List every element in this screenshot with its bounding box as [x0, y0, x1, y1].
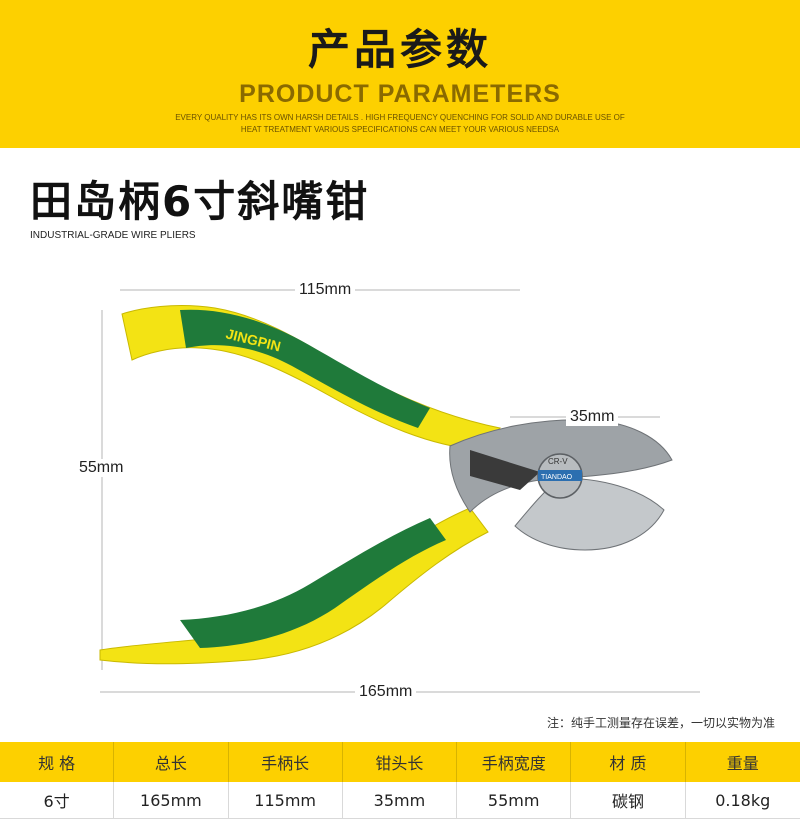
plier-head: CR-V TIANDAO	[449, 419, 673, 551]
head-mark-text: CR-V	[548, 457, 568, 466]
cell-material: 碳钢	[571, 782, 686, 819]
table-row: 6寸 165mm 115mm 35mm 55mm 碳钢 0.18kg	[0, 782, 800, 819]
header-cell-handle-length: 手柄长	[229, 742, 343, 782]
header-cell-head-length: 钳头长	[343, 742, 458, 782]
spec-table-header: 规 格 总长 手柄长 钳头长 手柄宽度 材 质 重量	[0, 742, 800, 782]
cell-weight: 0.18kg	[685, 782, 800, 819]
cell-spec: 6寸	[0, 782, 115, 819]
product-title: 田岛柄6寸斜嘴钳	[30, 177, 370, 226]
head-badge-text: TIANDAO	[541, 474, 573, 481]
header-cell-handle-width: 手柄宽度	[457, 742, 572, 782]
header-title-cn: 产品参数	[307, 25, 492, 74]
header-banner: 产品参数 PRODUCT PARAMETERS EVERY QUALITY HA…	[0, 0, 800, 148]
spec-table: 规 格 总长 手柄长 钳头长 手柄宽度 材 质 重量 6寸 165mm 115m…	[0, 742, 800, 819]
header-cell-weight: 重量	[726, 754, 759, 773]
measurement-note: 注：纯手工测量存在误差，一切以实物为准	[546, 716, 775, 730]
header-cell-spec: 规 格	[0, 742, 115, 782]
header-subtitle-line1: EVERY QUALITY HAS ITS OWN HARSH DETAILS …	[175, 113, 625, 122]
upper-handle: JINGPIN	[121, 305, 501, 451]
product-subtitle: INDUSTRIAL-GRADE WIRE PLIERS	[30, 230, 196, 241]
dim-label-total-length: 165mm	[355, 683, 417, 701]
dim-label-handle-length: 115mm	[295, 281, 356, 299]
lower-handle	[99, 507, 489, 665]
header-title-en: PRODUCT PARAMETERS	[239, 80, 561, 108]
header-cell-material: 材 质	[571, 742, 686, 782]
product-photo: JINGPIN CR-V TIANDAO 115mm 35mm 55mm 165…	[0, 250, 800, 732]
dim-label-handle-width: 55mm	[75, 459, 128, 477]
cell-head-length: 35mm	[342, 782, 458, 819]
cell-total-length: 165mm	[114, 782, 229, 819]
pliers-illustration: JINGPIN CR-V TIANDAO	[99, 289, 700, 693]
head-badge	[538, 470, 582, 481]
cell-handle-length: 115mm	[228, 782, 343, 819]
dim-label-head-length: 35mm	[566, 408, 619, 426]
header-subtitle: EVERY QUALITY HAS ITS OWN HARSH DETAILS …	[160, 112, 640, 136]
header-subtitle-line2: HEAT TREATMENT VARIOUS SPECIFICATIONS CA…	[240, 125, 560, 134]
header-cell-total-length: 总长	[114, 742, 229, 782]
cell-handle-width: 55mm	[457, 782, 572, 819]
